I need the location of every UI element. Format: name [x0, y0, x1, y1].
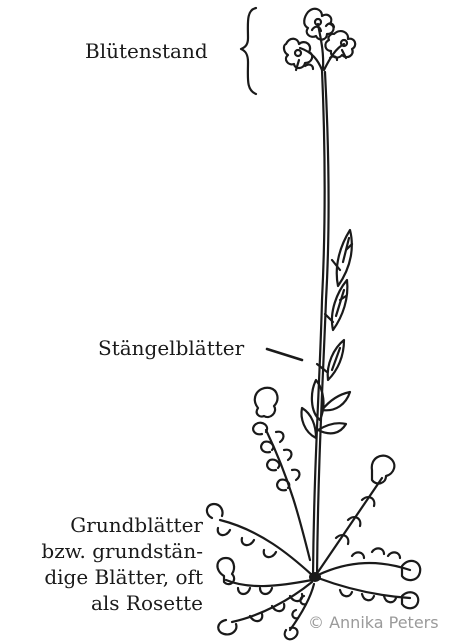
stem-leaves-label: Stängelblätter: [98, 335, 244, 361]
basal-leaves-line-2: bzw. grundstän-: [41, 538, 203, 564]
basal-leaves-line-1: Grundblätter: [41, 512, 203, 538]
flower-cluster: [284, 9, 355, 70]
stem-leaves-pointer: [267, 349, 302, 360]
inflorescence-label: Blütenstand: [85, 38, 208, 64]
image-credit: © Annika Peters: [308, 613, 439, 632]
basal-leaves-line-3: dige Blätter, oft: [41, 564, 203, 590]
basal-leaves-line-4: als Rosette: [41, 590, 203, 616]
inflorescence-bracket: [241, 8, 256, 94]
basal-leaves-label: Grundblätter bzw. grundstän- dige Blätte…: [41, 512, 203, 616]
